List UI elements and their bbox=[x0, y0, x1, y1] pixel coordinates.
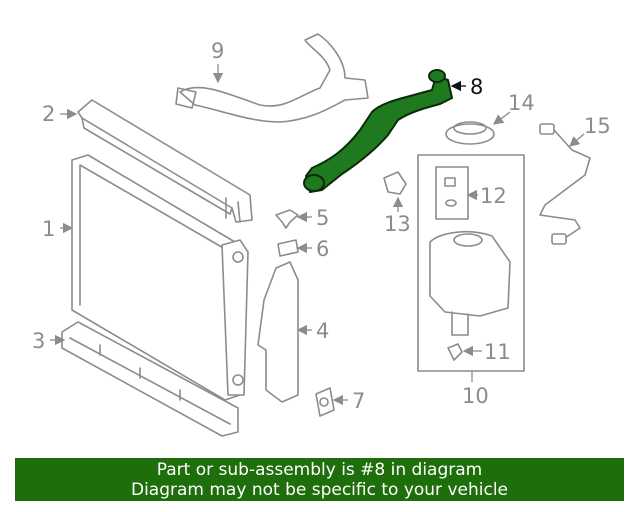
clip-part bbox=[275, 209, 299, 229]
callout-7: 7 bbox=[352, 389, 365, 413]
callout-11: 11 bbox=[484, 340, 511, 364]
upper-hose-part bbox=[175, 33, 369, 123]
callout-2: 2 bbox=[42, 102, 55, 126]
info-banner: Part or sub-assembly is #8 in diagram Di… bbox=[15, 458, 624, 501]
reservoir-assembly-box bbox=[417, 154, 525, 372]
callout-6: 6 bbox=[316, 237, 329, 261]
lower-bracket-part bbox=[61, 321, 239, 437]
callout-3: 3 bbox=[32, 329, 45, 353]
mount-part bbox=[315, 387, 335, 417]
callout-9: 9 bbox=[211, 39, 224, 63]
leader-15 bbox=[569, 133, 585, 147]
highlighted-hose-part bbox=[303, 69, 453, 193]
callout-1: 1 bbox=[42, 217, 55, 241]
callout-10: 10 bbox=[462, 384, 489, 408]
callout-15: 15 bbox=[584, 114, 611, 138]
cap-part bbox=[445, 121, 495, 145]
sensor-part bbox=[539, 123, 591, 245]
air-guide-part bbox=[257, 261, 299, 403]
connector-part bbox=[383, 171, 407, 195]
banner-line-2: Diagram may not be specific to your vehi… bbox=[130, 479, 508, 500]
radiator-part bbox=[71, 154, 249, 401]
banner-line-1: Part or sub-assembly is #8 in diagram bbox=[156, 459, 483, 480]
callout-8: 8 bbox=[470, 75, 483, 99]
callout-5: 5 bbox=[316, 206, 329, 230]
callout-4: 4 bbox=[316, 319, 329, 343]
callout-12: 12 bbox=[480, 184, 507, 208]
bracket-clip-part bbox=[277, 239, 299, 257]
callout-13: 13 bbox=[384, 212, 411, 236]
upper-bracket-part bbox=[77, 99, 253, 223]
callout-14: 14 bbox=[508, 91, 535, 115]
leader-14 bbox=[492, 111, 511, 125]
